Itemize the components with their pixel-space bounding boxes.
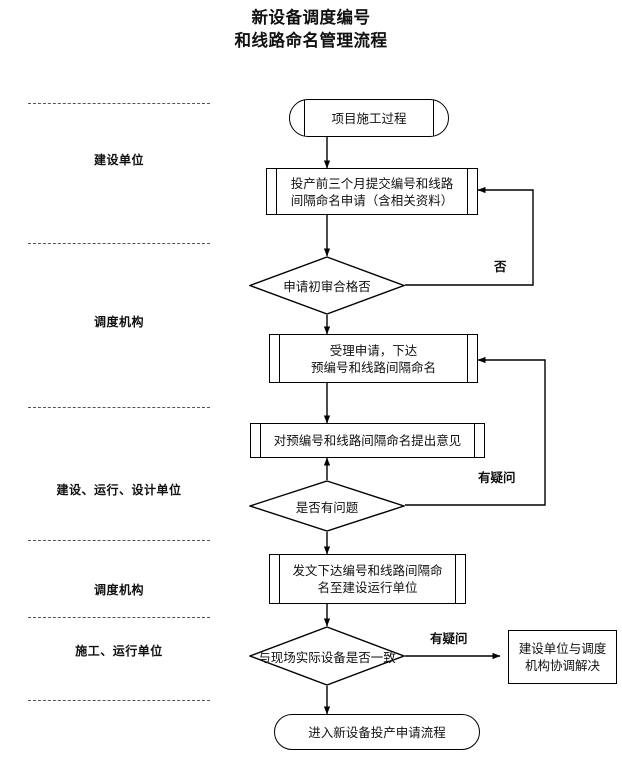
- edge-label-no: 否: [494, 259, 507, 274]
- node-review-decision[interactable]: 申请初审合格否: [249, 256, 405, 315]
- node-question-decision[interactable]: 是否有问题: [249, 480, 405, 532]
- lane-divider-1: [28, 103, 210, 104]
- node-start-process[interactable]: 项目施工过程: [289, 99, 449, 137]
- process-inner-bar-right: [467, 169, 468, 214]
- edge-label-doubt-2: 有疑问: [430, 631, 468, 646]
- page-title-line-2: 和线路命名管理流程: [234, 31, 388, 50]
- lane-label-construction-operation-design: 建设、运行、设计单位: [56, 483, 182, 497]
- node-submit-opinion-label: 对预编号和线路间隔命名提出意见: [273, 433, 462, 448]
- node-submit-opinion[interactable]: 对预编号和线路间隔命名提出意见: [250, 423, 485, 458]
- lane-divider-6: [28, 700, 210, 701]
- lane-label-construction-operation-unit: 施工、运行单位: [75, 644, 163, 658]
- node-review-decision-label: 申请初审合格否: [283, 279, 371, 294]
- node-accept-application-label: 受理申请，下达 预编号和线路间隔命名: [297, 342, 450, 376]
- terminal-inner-bar-right: [433, 100, 434, 136]
- node-issue-document-line-1: 发文下达编号和线路间隔命: [292, 563, 443, 578]
- node-accept-application[interactable]: 受理申请，下达 预编号和线路间隔命名: [269, 334, 478, 383]
- node-question-decision-label: 是否有问题: [295, 499, 359, 515]
- node-verify-decision[interactable]: 与现场实际设备是否一致: [249, 626, 405, 686]
- node-start-process-label: 项目施工过程: [331, 110, 407, 126]
- process-inner-bar-right: [474, 424, 475, 457]
- node-issue-document-label: 发文下达编号和线路间隔命 名至建设运行单位: [278, 562, 456, 596]
- lane-divider-4: [28, 540, 210, 541]
- process-inner-bar-right: [467, 335, 468, 382]
- node-submit-application-label: 投产前三个月提交编号和线路 间隔命名申请（含相关资料）: [277, 175, 468, 209]
- page-title-line-1: 新设备调度编号: [251, 8, 371, 27]
- node-submit-application-line-2: 间隔命名申请（含相关资料）: [290, 192, 454, 208]
- process-inner-bar-right: [455, 555, 456, 603]
- node-end-process-label: 进入新设备投产申请流程: [308, 724, 446, 740]
- lane-label-dispatch-org-2: 调度机构: [93, 583, 144, 597]
- lane-divider-3: [28, 407, 210, 408]
- node-verify-decision-label: 与现场实际设备是否一致: [258, 649, 396, 665]
- lane-label-construction-unit: 建设单位: [93, 153, 144, 167]
- node-submit-application[interactable]: 投产前三个月提交编号和线路 间隔命名申请（含相关资料）: [266, 168, 478, 215]
- page-title: 新设备调度编号 和线路命名管理流程: [0, 6, 622, 52]
- process-inner-bar-left: [276, 169, 277, 214]
- process-inner-bar-left: [260, 424, 261, 457]
- node-accept-application-line-1: 受理申请，下达: [329, 342, 418, 358]
- node-end-process[interactable]: 进入新设备投产申请流程: [274, 714, 480, 750]
- node-coordinate-resolution-label: 建设单位与调度 机构协调解决: [515, 640, 611, 674]
- node-coordinate-resolution[interactable]: 建设单位与调度 机构协调解决: [508, 630, 617, 684]
- lane-divider-5: [28, 617, 210, 618]
- process-inner-bar-left: [279, 555, 280, 603]
- node-submit-application-line-1: 投产前三个月提交编号和线路: [290, 175, 454, 191]
- lane-label-dispatch-org-1: 调度机构: [93, 315, 144, 329]
- node-coordinate-resolution-line-2: 机构协调解决: [524, 658, 600, 673]
- node-accept-application-line-2: 预编号和线路间隔命名: [310, 359, 436, 375]
- node-issue-document-line-2: 名至建设运行单位: [317, 580, 418, 595]
- edge-label-doubt-1: 有疑问: [478, 470, 516, 485]
- lane-divider-2: [28, 243, 210, 244]
- node-coordinate-resolution-line-1: 建设单位与调度: [518, 641, 607, 656]
- terminal-inner-bar-left: [304, 100, 305, 136]
- process-inner-bar-left: [279, 335, 280, 382]
- node-issue-document[interactable]: 发文下达编号和线路间隔命 名至建设运行单位: [269, 554, 466, 604]
